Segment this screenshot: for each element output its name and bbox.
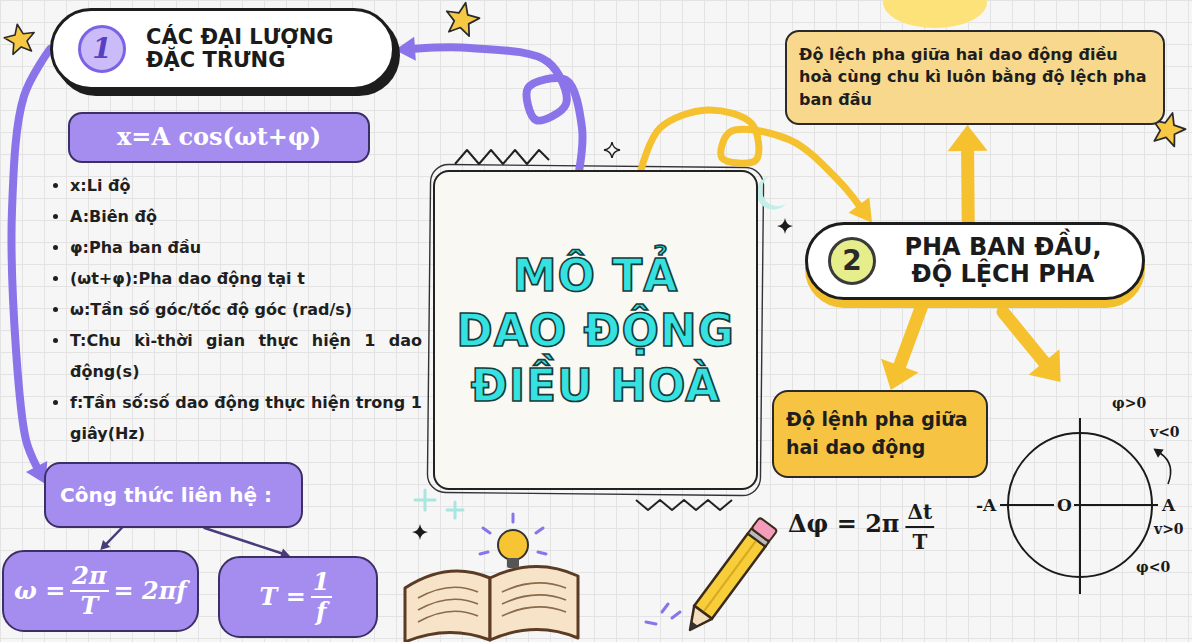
axis — [1079, 418, 1081, 594]
formula-box: ω =2πT= 2πf — [2, 550, 199, 632]
star — [443, 0, 482, 37]
formula-text: Δt — [907, 502, 932, 522]
light-rays — [480, 514, 546, 554]
bullet-list: x:Li độA:Biên độφ:Pha ban đầu(ωt+φ):Pha … — [52, 170, 422, 449]
rotation-arrow — [1160, 453, 1171, 484]
zigzag — [636, 500, 732, 510]
zigzag — [455, 150, 549, 164]
arrow-to-circle — [1003, 312, 1044, 362]
sparkle — [447, 502, 463, 518]
number-circle: 1 — [78, 25, 126, 73]
formula-text: T = — [259, 583, 305, 611]
bullet-item: (ωt+φ):Pha dao động tại t — [70, 263, 422, 294]
formula-text: 2π — [70, 562, 108, 592]
note-box: Độ lệch pha giữa hai dao động điều hoà c… — [785, 30, 1165, 125]
formula-text: Δφ = 2π — [788, 512, 899, 536]
formula-text: T — [907, 532, 932, 552]
formula-box: T =1f — [218, 556, 378, 638]
sparkle — [604, 142, 620, 158]
bullet-item: T:Chu kì-thời gian thực hiện 1 dao động(… — [70, 325, 422, 387]
fraction-bar — [905, 526, 934, 528]
connector — [11, 49, 50, 467]
note-text: Độ lệch pha giữa hai dao động điều hoà c… — [799, 44, 1151, 111]
number-circle: 2 — [828, 237, 876, 285]
pencil-body — [694, 533, 765, 618]
book-lines — [418, 583, 566, 622]
axis — [1000, 504, 1054, 506]
axis — [1074, 504, 1158, 506]
sparkle — [415, 490, 435, 510]
bullet-item: ω:Tần số góc/tốc độ góc (rad/s) — [70, 294, 422, 325]
sparkle — [412, 524, 428, 540]
heading-text: PHA BAN ĐẦU, ĐỘ LỆCH PHA — [892, 234, 1114, 288]
bullet-item: x:Li độ — [70, 170, 422, 201]
heading-text: CÁC ĐẠI LƯỢNG ĐẶC TRƯNG — [146, 26, 352, 71]
formula-box: x=A cos(ωt+φ) — [68, 112, 370, 163]
section-text: Công thức liên hệ : — [60, 483, 272, 507]
formula-text: x=A cos(ωt+φ) — [117, 123, 321, 152]
connector — [107, 528, 122, 544]
topic-text: MÔ TẢ DAO ĐỘNG ĐIỀU HOÀ — [450, 248, 742, 413]
bullet-item: φ:Pha ban đầu — [70, 232, 422, 263]
formula-text: ω = — [14, 577, 65, 605]
note-box: Độ lệnh pha giữa hai dao động — [772, 390, 988, 478]
connector — [205, 528, 282, 553]
moon — [756, 176, 786, 210]
pencil-tip — [681, 606, 712, 637]
formula-text: f — [311, 598, 332, 626]
connector — [961, 151, 975, 222]
axis-label: φ>0 — [1112, 396, 1146, 410]
heading-box: CÁC ĐẠI LƯỢNG ĐẶC TRƯNG 1 — [50, 8, 395, 90]
sparkle — [777, 218, 793, 234]
motion-marks — [646, 604, 680, 624]
number-text: 2 — [842, 247, 861, 275]
axis-label: v>0 — [1154, 522, 1184, 536]
pencil-line — [703, 540, 757, 612]
topic-box: MÔ TẢ DAO ĐỘNG ĐIỀU HOÀ — [433, 170, 758, 490]
section-box: Công thức liên hệ : — [44, 462, 303, 528]
glow-blob — [883, 0, 987, 28]
pencil — [681, 517, 777, 636]
star — [2, 22, 37, 56]
connector — [900, 300, 924, 366]
bullet-item: A:Biên độ — [70, 201, 422, 232]
number-text: 1 — [92, 35, 111, 63]
note-text: Độ lệnh pha giữa hai dao động — [786, 406, 974, 461]
axis-label: A — [1162, 497, 1175, 514]
heading-box: PHA BAN ĐẦU, ĐỘ LỆCH PHA 2 — [805, 222, 1145, 300]
bullet-item: f:Tần số:số dao động thực hiện trong 1 g… — [70, 387, 422, 449]
formula-text: = 2πf — [114, 577, 187, 605]
lightbulb — [498, 530, 528, 560]
pencil-lead — [687, 621, 698, 632]
formula-text: 1 — [311, 568, 332, 598]
book-page — [405, 571, 490, 642]
axis-label: O — [1057, 497, 1072, 514]
axis-label: -A — [976, 497, 996, 514]
lightbulb-base — [507, 558, 519, 568]
pencil-eraser — [751, 517, 777, 541]
connector — [415, 47, 582, 170]
axis-label: φ<0 — [1136, 560, 1170, 574]
sketch-outline — [427, 164, 763, 495]
axis-label: v<0 — [1150, 425, 1180, 439]
formula-text: T — [70, 592, 108, 620]
